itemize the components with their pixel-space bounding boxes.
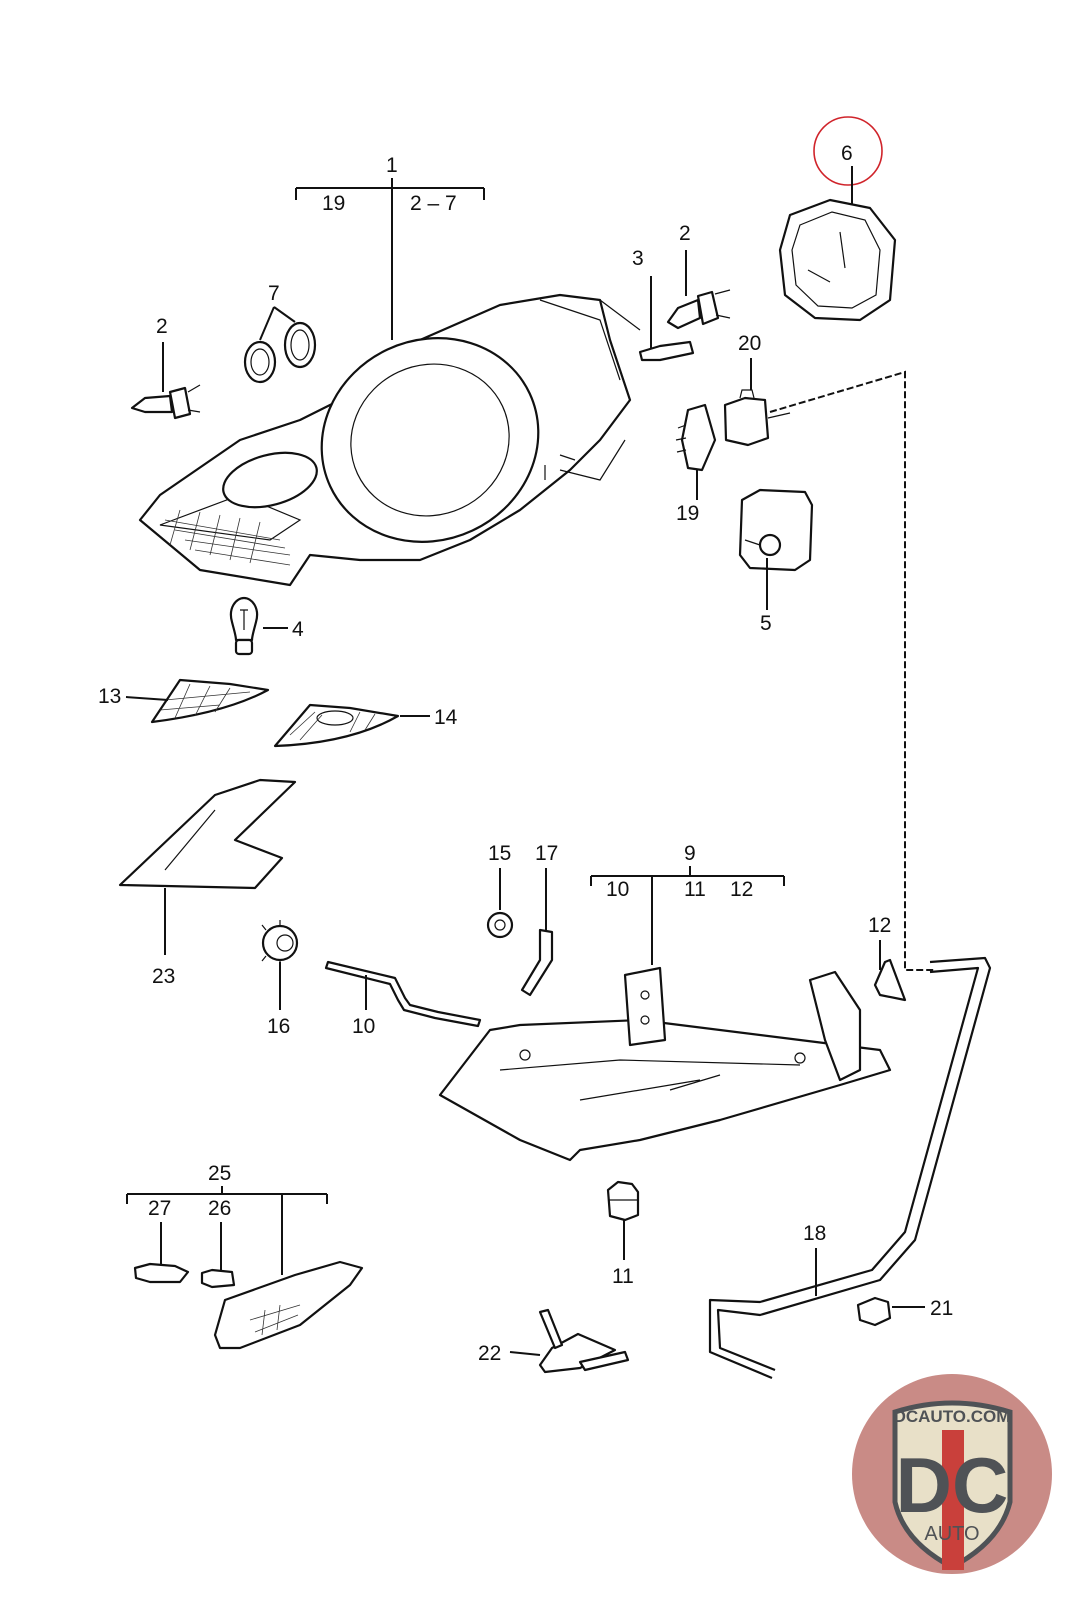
callout-7: 7 [259,282,296,341]
callout-18: 18 [803,1222,826,1296]
callout-2-right: 2 [679,222,691,296]
seal-rings-part-7[interactable] [243,321,317,384]
bracket-part-22[interactable] [538,1308,630,1374]
callout-label: 3 [632,247,644,270]
nut-part-15[interactable] [486,911,514,939]
clip-part-17[interactable] [520,928,554,997]
clip-part-21[interactable] [856,1296,892,1327]
callout-label: 21 [930,1297,953,1320]
callout-19: 19 [676,470,699,525]
bulb-part-4[interactable] [229,596,259,656]
logo-brand-main: DC [896,1441,1009,1529]
callout-11: 11 [612,1220,634,1288]
callout-label: 4 [292,618,304,641]
callout-label: 17 [535,842,558,865]
callout-label: 20 [738,332,761,355]
logo-brand-sub: AUTO [924,1523,979,1545]
callout-label: 14 [434,706,458,729]
lens-part-13[interactable] [150,678,270,724]
callout-label: 25 [208,1162,231,1185]
callout-5: 5 [760,558,772,635]
callout-label: 27 [148,1197,171,1220]
callout-label: 15 [488,842,511,865]
side-marker-part-25[interactable] [213,1260,364,1350]
connector-part-20[interactable] [723,389,791,447]
callout-label: 11 [684,878,706,901]
bulb-part-2-right[interactable] [666,289,731,330]
plug-part-19[interactable] [675,403,717,472]
cover-cap-part-6[interactable] [778,198,897,322]
bulb-part-26[interactable] [200,1268,236,1289]
callout-label: 19 [322,192,345,215]
callout-label: 10 [352,1015,375,1038]
callout-21: 21 [892,1297,953,1320]
callout-3: 3 [632,247,652,348]
headlight-housing-part-1[interactable] [138,293,641,587]
callout-label: 16 [267,1015,290,1038]
callout-23: 23 [152,888,175,988]
bushing-part-11[interactable] [606,1180,640,1222]
callout-label: 6 [841,142,853,165]
callout-20: 20 [738,332,761,390]
dcauto-watermark-logo: DCAUTO.COM DC AUTO [852,1374,1052,1574]
highlight-circle [813,116,883,186]
callout-14: 14 [400,706,458,729]
callout-6: 6 [813,116,883,205]
callout-2-left: 2 [156,315,168,392]
film-part-23[interactable] [118,778,297,890]
callout-label: 26 [208,1197,231,1220]
callout-22: 22 [478,1342,541,1365]
callout-12: 12 [868,914,891,970]
hose-route-line [769,370,935,971]
callout-label: 2 [679,222,691,245]
callout-13: 13 [98,685,169,708]
callout-17: 17 [535,842,558,930]
callout-10: 10 [352,975,375,1038]
adjuster-rod-part-10[interactable] [324,960,482,1028]
callout-label: 12 [868,914,891,937]
callout-label: 19 [676,502,699,525]
adjuster-frame-part-9[interactable] [438,966,892,1162]
clip-part-12[interactable] [873,958,907,1002]
logo-brand-top: DCAUTO.COM [894,1407,1011,1426]
boot-part-5[interactable] [738,488,814,572]
callout-label: 2 – 7 [410,192,457,215]
logo-stripe [942,1430,964,1570]
callout-label: 7 [268,282,280,305]
callout-1: 1 19 2 – 7 [295,154,485,340]
callout-label: 5 [760,612,772,635]
callout-15: 15 [488,842,511,910]
callout-label: 12 [730,878,753,901]
callout-4: 4 [263,618,304,641]
callout-label: 13 [98,685,121,708]
callout-label: 22 [478,1342,501,1365]
callout-label: 9 [684,842,696,865]
callout-label: 11 [612,1265,634,1288]
callout-16: 16 [267,962,290,1038]
callout-25: 25 27 26 [126,1162,328,1275]
callout-9: 9 10 11 12 [590,842,785,965]
callout-label: 2 [156,315,168,338]
callout-label: 1 [386,154,398,177]
lens-part-14[interactable] [273,703,400,748]
callout-label: 10 [606,878,629,901]
bulb-part-3[interactable] [638,340,695,362]
bulb-socket-part-27[interactable] [133,1262,190,1284]
gear-nut-part-16[interactable] [261,920,299,966]
callout-label: 18 [803,1222,826,1245]
bulb-part-2-left[interactable] [130,384,201,420]
callout-label: 23 [152,965,175,988]
